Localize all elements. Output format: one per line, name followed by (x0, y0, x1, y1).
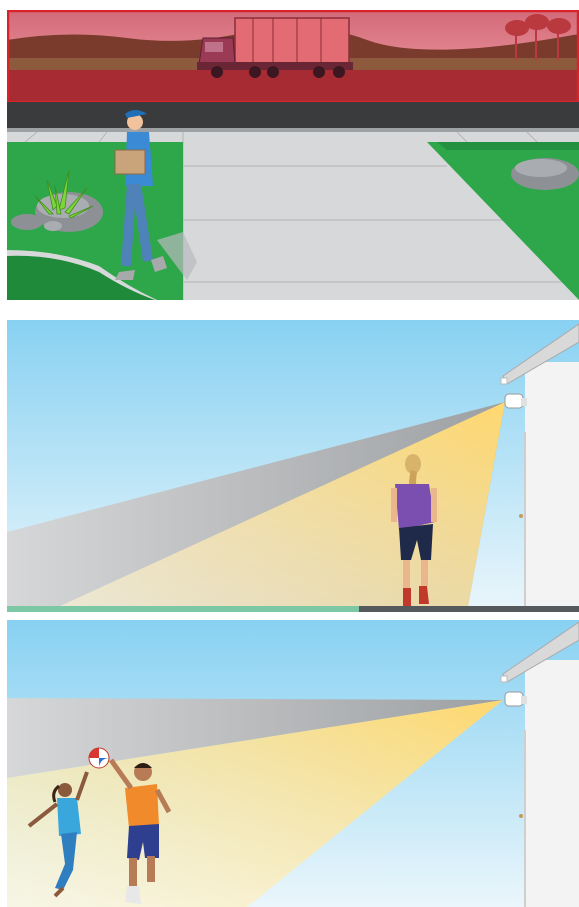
path-edge (359, 606, 579, 612)
door-knob (519, 814, 523, 818)
curb (7, 128, 579, 132)
delivery-scene-illustration (7, 10, 579, 300)
ball-icon (89, 748, 109, 768)
delivery-scene-panel (7, 10, 579, 300)
playing-scene-illustration (7, 620, 579, 907)
street (7, 102, 579, 130)
house-wall (525, 660, 579, 907)
house-wall (525, 362, 579, 608)
walking-scene-panel (7, 320, 579, 612)
lawn-edge (7, 606, 359, 612)
door-knob (519, 514, 523, 518)
walking-scene-illustration (7, 320, 579, 612)
road-near-strip (7, 70, 579, 102)
playing-scene-panel (7, 620, 579, 907)
